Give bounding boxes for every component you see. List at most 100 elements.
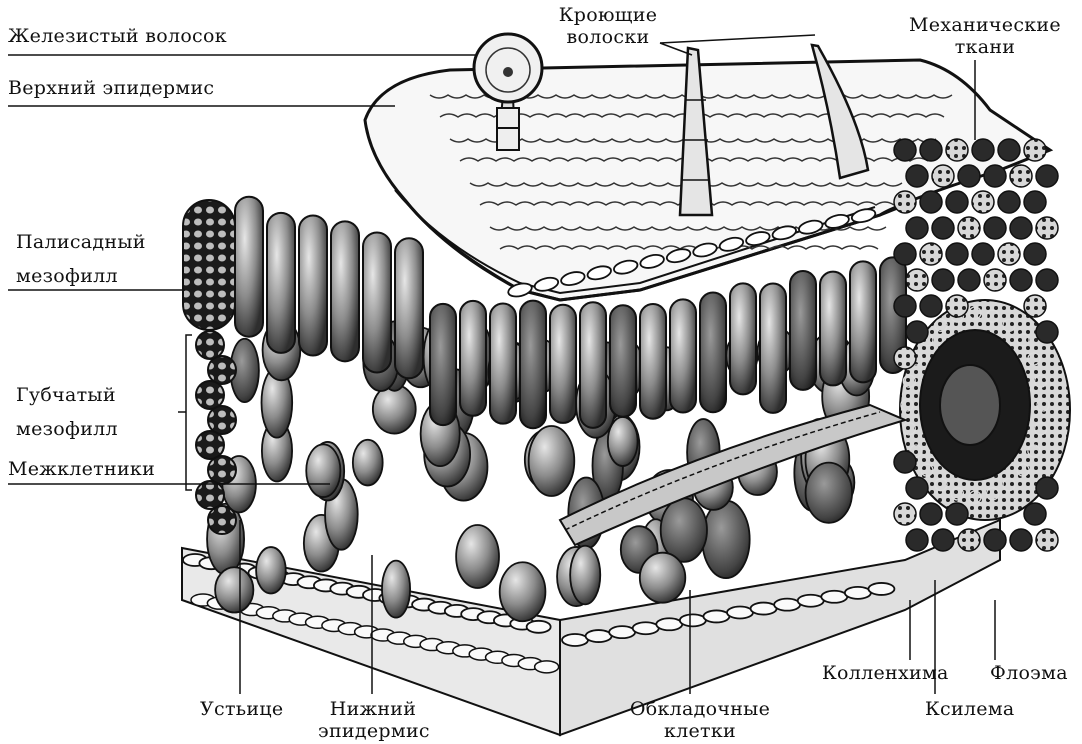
collenchyma-cell [906,165,928,187]
collenchyma-cell [1010,217,1032,239]
palisade-cell [520,301,546,429]
collenchyma-cell [1036,529,1058,551]
spongy-cell [500,562,546,621]
collenchyma-cell [906,269,928,291]
epidermis-cell [535,661,559,673]
epidermis-cell [821,591,847,603]
palisade-cell [550,305,576,423]
collenchyma-cell [894,347,916,369]
label-bundle-sheath-cells: Обкладочные клетки [625,698,775,742]
palisade-cell [820,272,846,386]
label-xylem: Ксилема [925,698,1015,720]
collenchyma-cell [946,503,968,525]
epidermis-cell [609,626,635,638]
collenchyma-cell [894,503,916,525]
collenchyma-cell [958,217,980,239]
collenchyma-cell [1010,165,1032,187]
label-lower-epidermis-line2: эпидермис [318,720,428,742]
collenchyma-cell [998,243,1020,265]
spongy-cell [382,561,410,618]
spongy-cell [702,501,749,578]
epidermis-cell [527,621,551,633]
epidermis-cell [586,630,612,642]
epidermis-cell [798,595,824,607]
collenchyma-cell [906,477,928,499]
label-stoma: Устьице [200,698,283,720]
collenchyma-cell [932,529,954,551]
spongy-cell [256,547,286,593]
collenchyma-cell [984,269,1006,291]
palisade-cell [331,221,359,361]
collenchyma-cell [946,243,968,265]
epidermis-cell [774,599,800,611]
label-lower-epidermis-line1: Нижний [318,698,428,720]
collenchyma-cell [972,243,994,265]
collenchyma-cell [1036,217,1058,239]
collenchyma-cell [1036,477,1058,499]
collenchyma-cell [932,217,954,239]
collenchyma-cell [1024,503,1046,525]
collenchyma-cell [920,191,942,213]
epidermis-cell [703,610,729,622]
spongy-left-cell [196,431,224,459]
collenchyma-cell [932,165,954,187]
palisade-cell [790,271,816,390]
spongy-left-cell [208,506,236,534]
collenchyma-cell [1010,269,1032,291]
collenchyma-cell [920,503,942,525]
collenchyma-cell [946,191,968,213]
epidermis-cell [680,614,706,626]
palisade-cell [363,232,391,372]
collenchyma-cell [894,451,916,473]
collenchyma-cell [958,269,980,291]
palisade-cell [610,305,636,417]
collenchyma-cell [920,243,942,265]
collenchyma-cell [998,191,1020,213]
palisade-cell [730,283,756,394]
spongy-cell [456,525,499,588]
label-spongy-line2: мезофилл [16,412,118,446]
label-covering-hairs: Кроющие волоски [548,4,668,48]
spongy-cell [215,567,253,612]
collenchyma-cell [894,295,916,317]
collenchyma-cell [906,217,928,239]
spongy-cell [661,498,707,562]
palisade-cell [850,261,876,382]
collenchyma-cell [1036,165,1058,187]
label-palisade-mesophyll: Палисадный мезофилл [16,225,146,293]
collenchyma-cell [984,529,1006,551]
collenchyma-cell [894,139,916,161]
collenchyma-cell [958,165,980,187]
spongy-cell [306,444,340,497]
label-intercellular-spaces: Межклетники [8,458,155,480]
spongy-left-cell [196,331,224,359]
collenchyma-cell [972,139,994,161]
collenchyma-cell [894,191,916,213]
epidermis-cell [727,607,753,619]
label-bundle-sheath-line1: Обкладочные [625,698,775,720]
collenchyma-cell [984,217,1006,239]
palisade-cell [640,304,666,419]
collenchyma-cell [932,269,954,291]
label-spongy-mesophyll: Губчатый мезофилл [16,378,118,446]
collenchyma-cell [906,321,928,343]
spongy-cell [640,553,685,603]
palisade-cell [430,304,456,425]
label-lower-epidermis: Нижний эпидермис [318,698,428,742]
collenchyma-cell [958,529,980,551]
spongy-cell [373,385,416,434]
collenchyma-cell [920,139,942,161]
collenchyma-cell [920,295,942,317]
label-palisade-line2: мезофилл [16,259,146,293]
label-upper-epidermis: Верхний эпидермис [8,77,214,99]
label-mechanical-tissues: Механические ткани [900,14,1070,58]
collenchyma-cell [894,243,916,265]
collenchyma-cell [906,529,928,551]
palisade-cell [700,292,726,412]
palisade-cell [460,301,486,416]
epidermis-cell [656,618,682,630]
collenchyma-cell [998,139,1020,161]
spongy-cell [353,440,383,486]
collenchyma-cell [972,191,994,213]
